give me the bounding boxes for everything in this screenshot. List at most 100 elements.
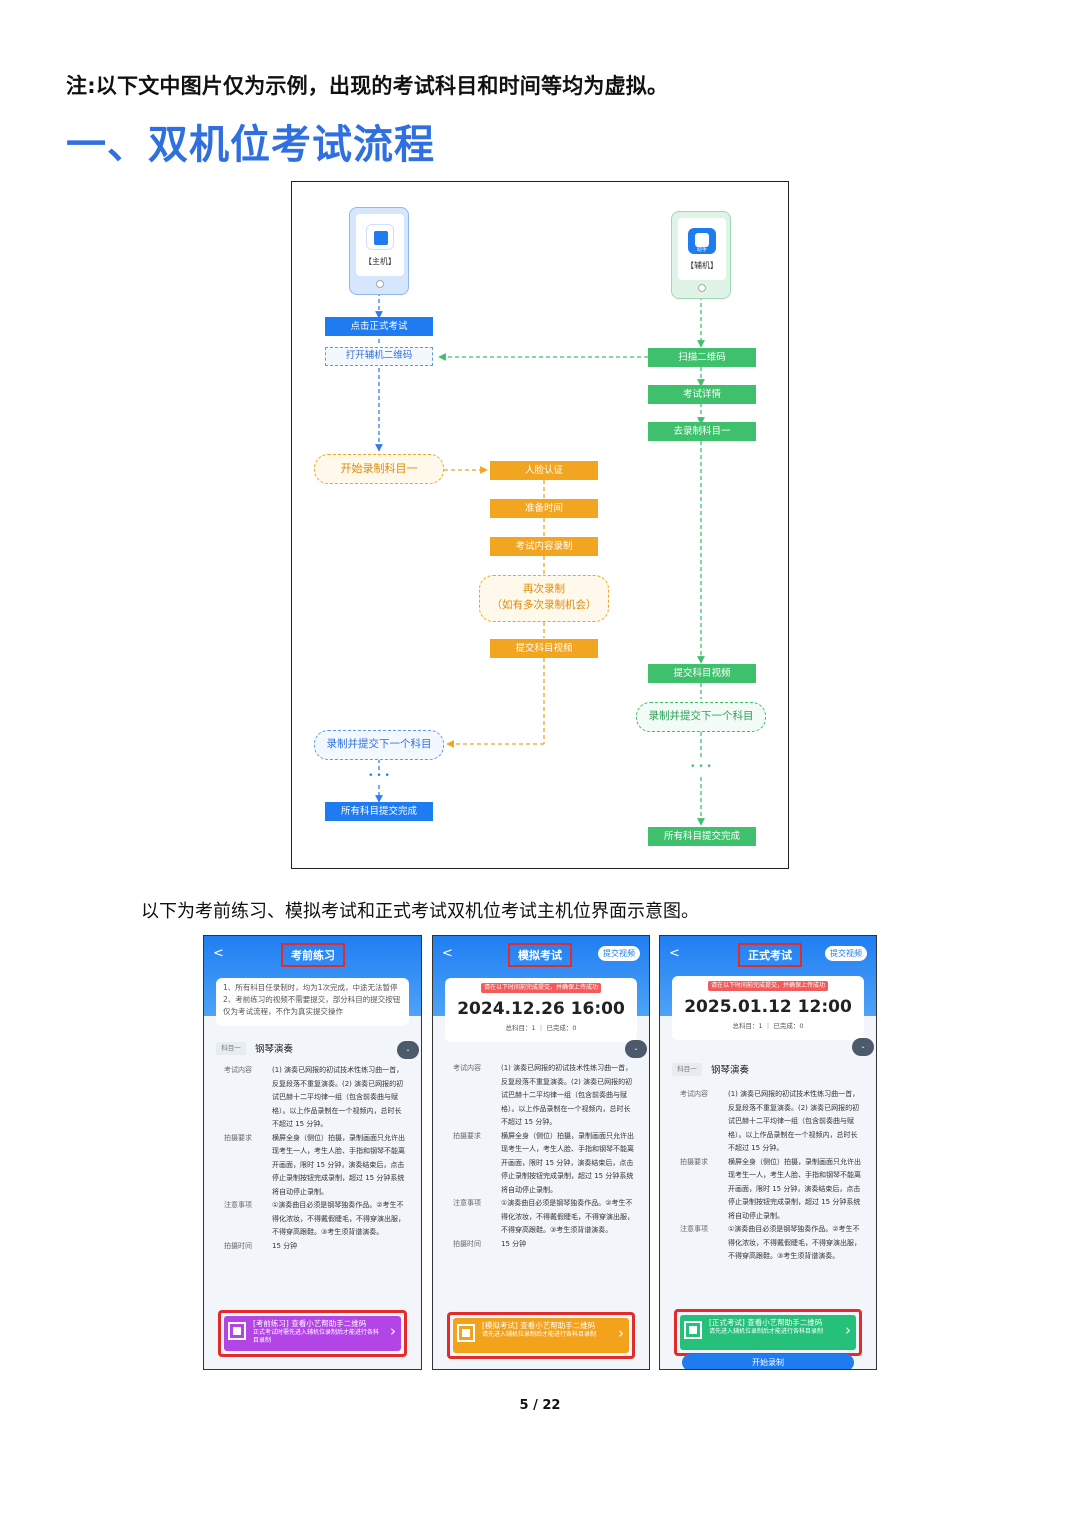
row-value: (1) 演奏已网报的初试技术性练习曲一首，反复段落不重复演奏。(2) 演奏已网报… [272,1066,404,1128]
screens-intro: 以下为考前练习、模拟考试和正式考试双机位考试主机位界面示意图。 [141,901,699,922]
step-start-record: 开始录制科目一 [314,454,444,484]
submit-video-button[interactable]: 提交视频 [598,946,640,961]
step-next-subject-green: 录制并提交下一个科目 [636,702,766,732]
formal-screen: < 正式考试 提交视频 请在以下时间前完成提交，并确保上传成功 2025.01.… [659,935,877,1370]
qr-bar[interactable]: [模拟考试] 查看小艺帮助手二维码 请先进入辅机位录制后才能进行各科目录制 › [447,1312,635,1359]
row-value: ①演奏曲目必须是钢琴独奏作品。②考生不得化浓妆，不得戴假睫毛，不得穿演出服，不得… [501,1199,634,1234]
qr-icon [228,1322,246,1340]
aux-phone-label: 【辅机】 [686,261,718,270]
step-all-done-green: 所有科目提交完成 [648,827,756,846]
qr-bar-desc: 请先进入辅机位录制后才能进行各科目录制 [709,1328,824,1335]
main-phone-label: 【主机】 [364,257,396,266]
re-record-line-2: （如有多次录制机会） [491,599,597,611]
subject-header: 科目一 钢琴演奏 [216,1039,409,1059]
page-number: 5 / 22 [519,1398,561,1413]
subject-tag: 科目一 [216,1042,246,1055]
row-value: ①演奏曲目必须是钢琴独奏作品。②考生不得化浓妆，不得戴假睫毛，不得穿演出服，不得… [728,1225,861,1260]
row-value: (1) 演奏已网报的初试技术性练习曲一首，反复段落不重复演奏。(2) 演奏已网报… [728,1090,860,1152]
deadline-date: 2024.12.26 16:00 [457,999,625,1019]
flow-connectors [375,292,705,826]
step-prep-time: 准备时间 [490,499,598,518]
aux-app-text: 助手 [696,247,707,253]
row-key: 拍摄时间 [224,1241,252,1250]
ellipsis-blue: • • • [368,771,390,781]
qr-icon [684,1321,702,1339]
expand-toggle[interactable]: ⌄ [625,1040,647,1058]
info-line: 仅为考试流程，不作为真实提交操作 [223,1007,343,1016]
submit-video-button[interactable]: 提交视频 [825,946,867,961]
step-submit-video-orange: 提交科目视频 [490,639,598,658]
main-phone-icon: 【主机】 [349,207,409,295]
row-value: (1) 演奏已网报的初试技术性练习曲一首，反复段落不重复演奏。(2) 演奏已网报… [501,1064,633,1126]
row-key: 考试内容 [680,1090,708,1098]
screen-title: 模拟考试 [508,943,572,967]
row-key: 注意事项 [224,1201,252,1209]
note-text: 注:以下文中图片仅为示例，出现的考试科目和时间等均为虚拟。 [66,74,669,98]
back-icon[interactable]: < [442,946,453,961]
row-key: 注意事项 [453,1199,481,1207]
deadline-date: 2025.01.12 12:00 [684,997,852,1017]
expand-toggle[interactable]: ⌄ [397,1041,419,1059]
ellipsis-green: • • • [690,762,712,772]
step-all-done-blue: 所有科目提交完成 [325,802,433,821]
chevron-right-icon: › [618,1324,624,1342]
step-face-auth: 人脸认证 [490,461,598,480]
qr-bar[interactable]: [考前练习] 查看小艺帮助手二维码 正式考试时需先进入辅机位录制后才能进行各科目… [218,1310,407,1357]
step-submit-video-green: 提交科目视频 [648,664,756,683]
step-next-subject-blue: 录制并提交下一个科目 [314,730,444,760]
detail-rows: 考试内容 (1) 演奏已网报的初试技术性练习曲一首，反复段落不重复演奏。(2) 演… [224,1064,407,1253]
row-key: 考试内容 [224,1066,252,1074]
subject-tag: 科目一 [672,1063,702,1076]
section-title: 一、双机位考试流程 [66,122,435,168]
subject-count: 总科目：1 ｜ 已完成：0 [505,1024,577,1032]
qr-bar-desc: 正式考试时需先进入辅机位录制后才能进行各科目录制 [253,1329,380,1344]
row-value: ①演奏曲目必须是钢琴独奏作品。②考生不得化浓妆，不得戴假睫毛，不得穿演出服，不得… [272,1201,405,1236]
step-scan-qr: 扫描二维码 [648,348,756,367]
row-key: 注意事项 [680,1225,708,1233]
start-record-button[interactable]: 开始录制 [682,1354,854,1369]
row-key: 拍摄要求 [224,1133,252,1142]
practice-screen: < 考前练习 1、所有科目任录制时，均为1次完成，中途无法暂停 2、考前练习的视… [203,935,422,1370]
info-card: 1、所有科目任录制时，均为1次完成，中途无法暂停 2、考前练习的视频不需要提交，… [216,978,409,1026]
qr-bar[interactable]: [正式考试] 查看小艺帮助手二维码 请先进入辅机位录制后才能进行各科目录制 › [674,1309,862,1356]
subject-name: 钢琴演奏 [711,1065,750,1076]
row-value: 横屏全身（侧位）拍摄，录制画面只允许出现考生一人，考生人脸、手指和钢琴不能离开画… [728,1157,861,1220]
row-key: 拍摄要求 [680,1157,708,1166]
flow-diagram: 【主机】 助手 【辅机】 点击正式考试 打开辅机二维码 扫描二维码 考试详情 去… [291,181,789,869]
deadline-card: 请在以下时间前完成提交，并确保上传成功 2024.12.26 16:00 总科目… [445,978,637,1042]
row-value: 15 分钟 [272,1241,298,1250]
subject-name: 钢琴演奏 [255,1044,294,1055]
subject-header: 科目一 钢琴演奏 [672,1060,864,1080]
row-key: 拍摄时间 [453,1239,481,1248]
qr-bar-title: [模拟考试] 查看小艺帮助手二维码 [482,1321,596,1330]
aux-phone-icon: 助手 【辅机】 [671,211,731,299]
mock-screen: < 模拟考试 提交视频 请在以下时间前完成提交，并确保上传成功 2024.12.… [432,935,650,1370]
detail-rows: 考试内容 (1) 演奏已网报的初试技术性练习曲一首，反复段落不重复演奏。(2) 演… [680,1088,862,1264]
step-go-record: 去录制科目一 [648,422,756,441]
row-value: 横屏全身（侧位）拍摄，录制画面只允许出现考生一人，考生人脸、手指和钢琴不能离开画… [501,1131,634,1194]
step-content-record: 考试内容录制 [490,537,598,556]
qr-bar-title: [正式考试] 查看小艺帮助手二维码 [709,1318,823,1327]
deadline-alert: 请在以下时间前完成提交，并确保上传成功 [708,981,828,991]
back-icon[interactable]: < [669,946,680,961]
qr-bar-title: [考前练习] 查看小艺帮助手二维码 [253,1319,367,1328]
chevron-right-icon: › [390,1322,396,1340]
deadline-alert: 请在以下时间前完成提交，并确保上传成功 [481,983,601,993]
screen-title: 考前练习 [281,943,345,967]
re-record-line-1: 再次录制 [523,583,565,595]
step-click-exam: 点击正式考试 [325,317,433,336]
step-exam-detail: 考试详情 [648,385,756,404]
chevron-right-icon: › [845,1321,851,1339]
screen-title: 正式考试 [738,943,802,967]
subject-count: 总科目：1 ｜ 已完成：0 [732,1022,804,1030]
step-re-record: 再次录制 （如有多次录制机会） [479,575,609,622]
step-open-qr: 打开辅机二维码 [325,347,433,366]
row-key: 考试内容 [453,1064,481,1072]
back-icon[interactable]: < [213,946,224,961]
detail-rows: 考试内容 (1) 演奏已网报的初试技术性练习曲一首，反复段落不重复演奏。(2) 演… [453,1062,635,1251]
expand-toggle[interactable]: ⌄ [852,1038,874,1056]
row-value: 横屏全身（侧位）拍摄，录制画面只允许出现考生一人，考生人脸、手指和钢琴不能离开画… [272,1133,405,1196]
row-key: 拍摄要求 [453,1131,481,1140]
info-line: 1、所有科目任录制时，均为1次完成，中途无法暂停 [223,983,398,992]
info-line: 2、考前练习的视频不需要提交，部分科目的提交按钮 [223,995,401,1004]
